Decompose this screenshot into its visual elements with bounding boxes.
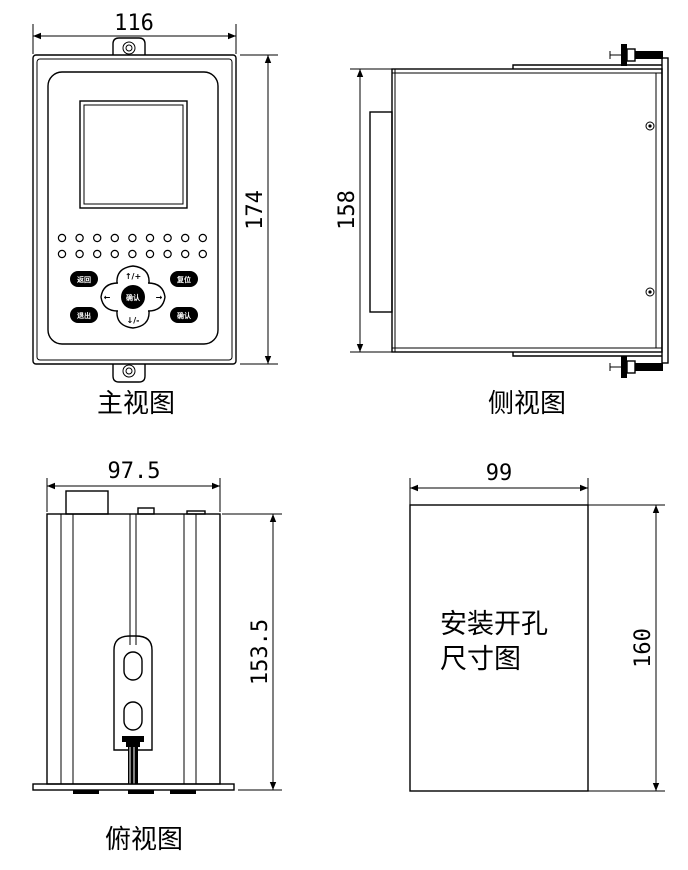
cutout-height-label: 160	[631, 628, 656, 668]
led-indicator	[145, 249, 155, 259]
led-indicator	[198, 233, 207, 243]
front-view: 116 返回 退出 复位	[32, 11, 278, 419]
top-height-label: 153.5	[248, 619, 273, 685]
key-top-right-label: 复位	[176, 275, 191, 284]
front-width-dimension: 116	[32, 11, 237, 54]
led-indicator	[198, 249, 207, 259]
led-indicator	[163, 249, 172, 259]
led-indicator	[110, 249, 120, 259]
cutout-title-line1: 安装开孔	[440, 609, 548, 640]
top-connector-block	[65, 490, 109, 515]
side-top-bolt	[609, 44, 663, 66]
side-front-bezel	[369, 111, 393, 313]
front-panel-bezel	[47, 71, 219, 345]
cutout-width-label: 99	[486, 461, 513, 486]
top-view: 97.5	[32, 459, 282, 855]
side-rear-plate	[661, 57, 669, 364]
cutout-title-line2: 尺寸图	[440, 644, 521, 675]
nav-left-key[interactable]	[100, 282, 119, 312]
top-mounting-ear	[112, 37, 146, 55]
nav-left-label: ←	[104, 293, 111, 302]
key-bottom-left-label: 退出	[77, 311, 91, 320]
key-top-left-label: 返回	[77, 275, 91, 284]
nav-down-label: ↓/-	[127, 316, 140, 325]
led-indicator	[57, 249, 67, 259]
top-width-label: 97.5	[108, 459, 161, 484]
front-panel-outline	[32, 54, 237, 365]
key-bottom-right-label: 确认	[177, 311, 192, 320]
nav-down-key[interactable]	[116, 310, 150, 329]
led-indicator	[128, 249, 137, 259]
top-mounting-bracket	[113, 635, 153, 784]
nav-up-key[interactable]	[116, 265, 150, 284]
led-indicator	[180, 249, 190, 259]
side-body-outline	[391, 68, 663, 353]
key-bottom-right-button[interactable]	[170, 307, 198, 323]
cutout-view: 99 安装开孔 尺寸图 160	[409, 461, 665, 792]
cutout-height-dimension: 160	[588, 504, 665, 792]
nav-center-key[interactable]	[121, 285, 145, 309]
nav-right-key[interactable]	[147, 282, 166, 312]
led-indicator	[92, 233, 102, 243]
key-top-right-button[interactable]	[170, 271, 198, 287]
cutout-width-dimension: 99	[409, 461, 589, 505]
top-view-caption: 俯视图	[105, 825, 183, 855]
led-indicator	[180, 233, 190, 243]
nav-right-label: →	[156, 293, 163, 302]
side-view-caption: 侧视图	[488, 389, 566, 419]
nav-center-label: 确认	[126, 293, 141, 302]
key-bottom-left-button[interactable]	[70, 307, 98, 323]
led-indicator	[128, 233, 137, 243]
top-height-dimension: 153.5	[222, 513, 282, 791]
led-indicator	[163, 233, 172, 243]
led-indicator	[145, 233, 155, 243]
front-view-caption: 主视图	[97, 389, 175, 419]
key-top-left-button[interactable]	[70, 271, 98, 287]
keypad: 返回 退出 复位 确认 ↑/+ ↓/- ← → 确认	[70, 265, 198, 329]
bottom-mounting-ear	[112, 364, 146, 383]
top-bottom-flange	[32, 783, 235, 791]
front-height-label: 174	[243, 190, 268, 230]
cutout-outline	[409, 504, 589, 792]
front-width-label: 116	[114, 11, 154, 36]
led-indicator	[75, 233, 84, 243]
front-height-dimension: 174	[240, 54, 278, 365]
side-height-dimension: 158	[335, 68, 392, 353]
side-bottom-bolt	[609, 356, 663, 378]
side-height-label: 158	[335, 190, 360, 230]
lcd-screen	[79, 100, 188, 209]
led-indicator	[57, 233, 67, 243]
nav-up-label: ↑/+	[125, 272, 141, 281]
led-indicator	[75, 249, 84, 259]
side-view: 158 侧视图	[335, 44, 669, 419]
led-indicator-rows	[57, 233, 207, 259]
led-indicator	[92, 249, 102, 259]
led-indicator	[110, 233, 120, 243]
top-width-dimension: 97.5	[46, 459, 221, 512]
